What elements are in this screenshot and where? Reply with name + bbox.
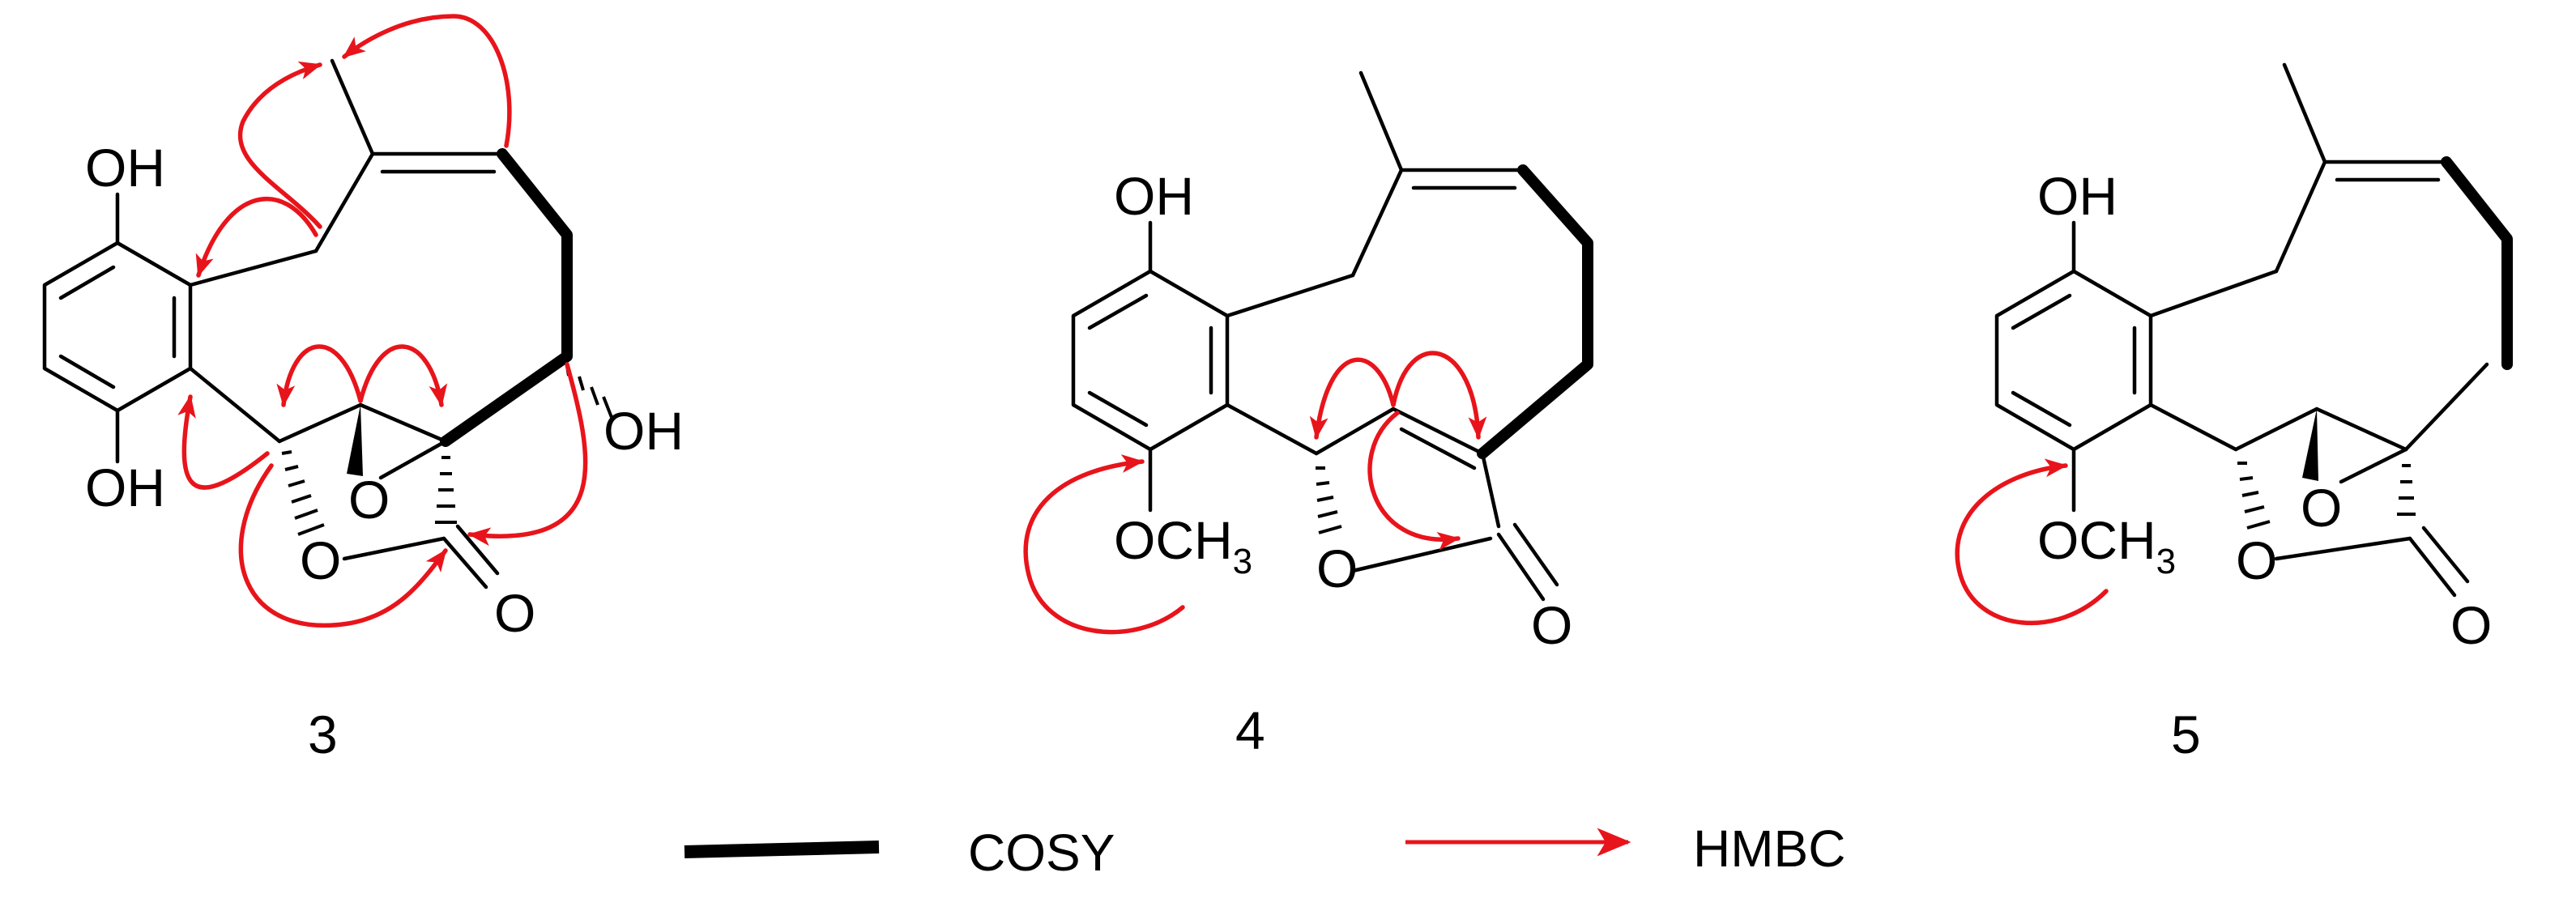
compound-4-atom-labels: OH OCH3 O O — [1114, 166, 1572, 655]
compound-3-hmbc-arrows — [177, 14, 588, 628]
compound-3-epoxide-o: O — [348, 470, 390, 530]
compound-5: OH OCH3 O O O 5 — [1955, 62, 2513, 764]
compound-3-atom-labels: OH OH OH O O O — [85, 138, 684, 643]
compound-5-number: 5 — [2171, 704, 2201, 764]
compound-5-oh-top: OH — [2037, 166, 2118, 226]
compound-4-ring-o: O — [1316, 538, 1358, 598]
compound-4-cosy-bonds — [1477, 164, 1593, 459]
compound-3-oh-right: OH — [603, 401, 684, 461]
legend-cosy-swatch — [684, 841, 880, 858]
compound-4-bonds — [1071, 70, 1559, 602]
compound-3-number: 3 — [308, 704, 338, 764]
legend: COSY HMBC — [684, 819, 1845, 882]
compound-4-number: 4 — [1235, 700, 1265, 760]
compound-4-oh-top: OH — [1114, 166, 1194, 226]
compound-3-carbonyl-o: O — [494, 583, 535, 643]
compound-5-bonds — [1994, 62, 2489, 598]
compound-3-oh-top: OH — [85, 138, 165, 198]
compound-3-cosy-bonds — [440, 148, 573, 447]
compound-5-atom-labels: OH OCH3 O O O — [2037, 166, 2492, 655]
compound-5-methoxy: OCH3 — [2037, 510, 2176, 581]
compound-4-methoxy: OCH3 — [1114, 510, 1252, 581]
compound-4: OH OCH3 O O 4 — [1023, 70, 1593, 760]
compound-5-cosy-bonds — [2441, 156, 2513, 370]
compound-3-oh-bottom: OH — [85, 458, 165, 517]
compound-3-bonds — [42, 58, 614, 589]
compound-3: OH OH OH O O O 3 — [42, 14, 684, 764]
compound-4-hmbc-arrows — [1023, 351, 1487, 635]
legend-cosy-label: COSY — [968, 824, 1115, 882]
compound-5-carbonyl-o: O — [2450, 595, 2492, 655]
compound-5-epoxide-o: O — [2301, 478, 2342, 538]
compound-5-ring-o: O — [2236, 530, 2277, 590]
legend-hmbc-label: HMBC — [1693, 819, 1845, 878]
compound-5-hmbc-arrows — [1955, 458, 2109, 625]
compound-4-carbonyl-o: O — [1531, 595, 1572, 655]
compound-3-ring-o: O — [300, 530, 341, 590]
